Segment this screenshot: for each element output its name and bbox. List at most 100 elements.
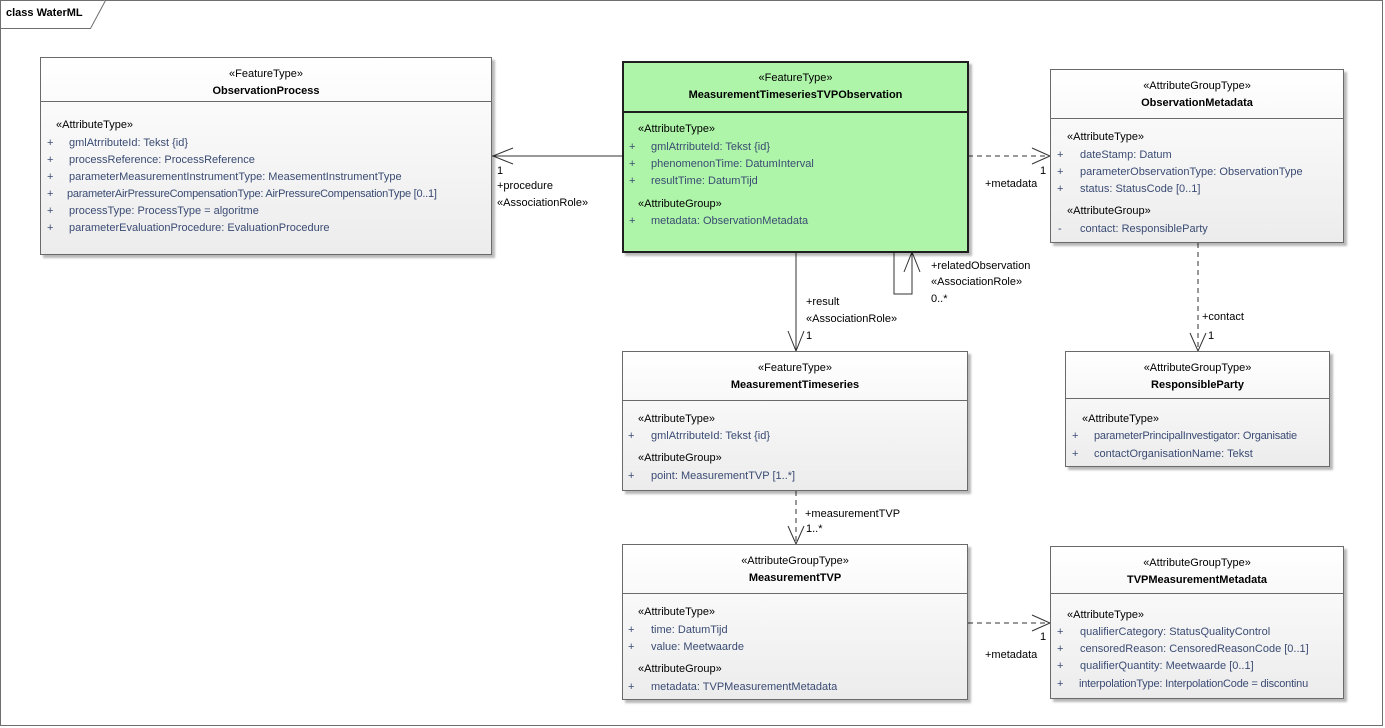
attr-visibility: +	[629, 215, 636, 227]
attribute: metadata: ObservationMetadata	[651, 215, 809, 227]
procedure-multiplicity: 1	[497, 165, 504, 177]
class-stereotype: «FeatureType»	[758, 362, 832, 374]
attribute: gmlAtrributeId: Tekst {id}	[651, 141, 771, 153]
class-name: MeasurementTimeseries	[730, 379, 860, 391]
procedure-role: +procedure	[497, 180, 553, 192]
attribute: gmlAtrributeId: Tekst {id}	[651, 430, 771, 442]
attr-visibility: -	[1058, 223, 1062, 235]
measurement-tvp-role: +measurementTVP	[805, 508, 901, 520]
measurement-tvp-multiplicity: 1..*	[806, 523, 823, 535]
class-name: TVPMeasurementMetadata	[1127, 574, 1267, 586]
attribute: dateStamp: Datum	[1080, 149, 1172, 161]
attribute: status: StatusCode [0..1]	[1080, 183, 1201, 195]
attribute: interpolationType: InterpolationCode = d…	[1079, 678, 1308, 690]
attribute: processType: ProcessType = algoritme	[69, 205, 259, 217]
class-stereotype: «AttributeGroupType»	[741, 555, 849, 567]
section-label: «AttributeType»	[1067, 131, 1145, 143]
attribute: value: Meetwaarde	[651, 641, 744, 653]
related-observation-role: +relatedObservation	[931, 260, 1031, 272]
contact-multiplicity: 1	[1208, 330, 1215, 342]
related-observation-stereotype: «AssociationRole»	[931, 276, 1023, 288]
attr-visibility: +	[628, 624, 635, 636]
class-header: «AttributeGroupType» ResponsibleParty	[1066, 352, 1329, 399]
class-name: MeasurementTVP	[748, 572, 842, 584]
related-observation-loop	[893, 252, 913, 295]
attr-visibility: +	[1057, 678, 1064, 690]
attr-visibility: +	[47, 222, 54, 234]
class-header: «AttributeGroupType» MeasurementTVP	[623, 545, 967, 594]
attribute: parameterMeasurementInstrumentType: Meas…	[69, 171, 402, 183]
section-label: «AttributeType»	[638, 413, 716, 425]
attr-visibility: +	[628, 641, 635, 653]
section-label: «AttributeGroup»	[638, 452, 722, 464]
attribute: point: MeasurementTVP [1..*]	[651, 470, 796, 482]
class-observation-metadata[interactable]: «AttributeGroupType» ObservationMetadata…	[1050, 69, 1344, 243]
result-stereotype: «AssociationRole»	[806, 313, 898, 325]
result-role: +result	[806, 296, 840, 308]
attribute: parameterAirPressureCompensationType: Ai…	[67, 188, 437, 200]
procedure-stereotype: «AssociationRole»	[497, 197, 589, 209]
section-label: «AttributeType»	[1067, 609, 1145, 621]
section-label: «AttributeGroup»	[638, 663, 722, 675]
attribute: metadata: TVPMeasurementMetadata	[651, 681, 838, 693]
attr-visibility: +	[1057, 643, 1064, 655]
class-stereotype: «FeatureType»	[758, 72, 833, 84]
attr-visibility: +	[1072, 430, 1079, 442]
attribute: phenomenonTime: DatumInterval	[651, 158, 814, 170]
attr-visibility: +	[1057, 166, 1064, 178]
attr-visibility: +	[47, 154, 54, 166]
attr-visibility: +	[629, 175, 636, 187]
attr-visibility: +	[47, 171, 54, 183]
frame-title: class WaterML	[6, 7, 83, 19]
attribute: parameterPrincipalInvestigator: Organisa…	[1094, 430, 1297, 442]
attribute: resultTime: DatumTijd	[651, 175, 758, 187]
class-stereotype: «FeatureType»	[229, 68, 303, 80]
class-tvp-measurement-metadata[interactable]: «AttributeGroupType» TVPMeasurementMetad…	[1050, 546, 1344, 699]
attribute: qualifierCategory: StatusQualityControl	[1080, 626, 1271, 638]
class-measurement-timeseries-tvp-observation[interactable]: «FeatureType» MeasurementTimeseriesTVPOb…	[622, 61, 969, 253]
section-label: «AttributeType»	[1082, 413, 1160, 425]
attr-visibility: +	[47, 205, 54, 217]
attr-visibility: +	[629, 141, 636, 153]
attribute: qualifierQuantity: Meetwaarde [0..1]	[1080, 660, 1254, 672]
class-header: «AttributeGroupType» TVPMeasurementMetad…	[1051, 547, 1343, 594]
class-name: ObservationMetadata	[1141, 97, 1253, 109]
attribute: contact: ResponsibleParty	[1080, 223, 1208, 235]
attribute: parameterObservationType: ObservationTyp…	[1080, 166, 1303, 178]
attr-visibility: +	[47, 188, 54, 200]
metadata-obs-multiplicity: 1	[1040, 165, 1047, 177]
attr-visibility: +	[628, 470, 635, 482]
class-measurement-tvp[interactable]: «AttributeGroupType» MeasurementTVP «Att…	[622, 544, 968, 700]
metadata-tvp-multiplicity: 1	[1040, 631, 1047, 643]
procedure-arrowhead	[491, 147, 514, 165]
metadata-obs-role: +metadata	[985, 178, 1038, 190]
frame-tab	[0, 0, 106, 29]
class-stereotype: «AttributeGroupType»	[1143, 362, 1252, 374]
related-observation-multiplicity: 0..*	[931, 293, 948, 305]
section-label: «AttributeType»	[638, 123, 716, 135]
attr-visibility: +	[628, 430, 635, 442]
class-stereotype: «AttributeGroupType»	[1143, 557, 1251, 569]
attr-visibility: +	[1057, 660, 1064, 672]
class-name: MeasurementTimeseriesTVPObservation	[688, 89, 903, 101]
attribute: censoredReason: CensoredReasonCode [0..1…	[1080, 643, 1309, 655]
section-label: «AttributeType»	[56, 119, 134, 131]
class-measurement-timeseries[interactable]: «FeatureType» MeasurementTimeseries «Att…	[622, 351, 968, 491]
attr-visibility: +	[1072, 448, 1079, 460]
class-header: «FeatureType» MeasurementTimeseries	[623, 352, 967, 401]
attribute: parameterEvaluationProcedure: Evaluation…	[69, 222, 330, 234]
attr-visibility: +	[47, 137, 54, 149]
class-stereotype: «AttributeGroupType»	[1143, 80, 1251, 92]
class-name: ResponsibleParty	[1151, 379, 1244, 391]
section-label: «AttributeGroup»	[638, 198, 722, 210]
class-name: ObservationProcess	[212, 85, 320, 97]
result-multiplicity: 1	[806, 330, 813, 342]
class-responsible-party[interactable]: «AttributeGroupType» ResponsibleParty «A…	[1065, 351, 1330, 467]
attr-visibility: +	[628, 681, 635, 693]
class-observation-process[interactable]: «FeatureType» ObservationProcess «Attrib…	[40, 57, 492, 255]
attribute: contactOrganisationName: Tekst	[1094, 448, 1253, 460]
class-header: «FeatureType» MeasurementTimeseriesTVPOb…	[624, 63, 967, 113]
metadata-tvp-role: +metadata	[985, 649, 1038, 661]
attr-visibility: +	[1057, 183, 1064, 195]
